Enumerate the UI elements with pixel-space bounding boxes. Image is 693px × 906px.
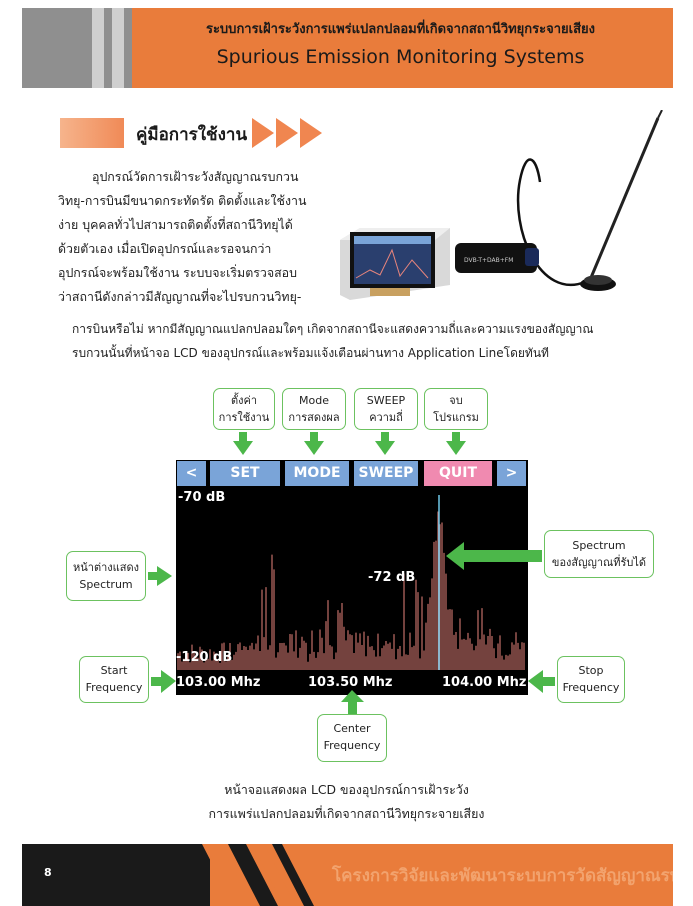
page-footer: 8 โครงการวิจัยและพัฒนาระบบการวัดสัญญาณรบ… (22, 844, 673, 906)
callout-text: Frequency (562, 681, 620, 694)
arrow-right-icon (151, 670, 176, 693)
figure-caption-line: หน้าจอแสดงผล LCD ของอุปกรณ์การเฝ้าระวัง (224, 782, 469, 797)
callout-mode: Mode การสดงผล (282, 388, 346, 430)
header-title-english: Spurious Emission Monitoring Systems (216, 46, 585, 68)
arrow-down-icon (375, 432, 395, 455)
dongle-label: DVB-T+DAB+FM (464, 257, 513, 264)
callout-text: Spectrum (572, 539, 626, 552)
callout-text: การสดงผล (288, 411, 340, 424)
start-frequency-label: 103.00 Mhz (176, 675, 261, 690)
chevron-icon (252, 118, 274, 148)
callout-stop-frequency: Stop Frequency (557, 656, 625, 703)
intro-line: ง่าย บุคคลทั่วไปสามารถติดตั้งที่สถานีวิท… (58, 217, 293, 232)
intro-line: ด้วยตัวเอง เมื่อเปิดอุปกรณ์และรอจนกว่า (58, 241, 272, 256)
intro-paragraph: อุปกรณ์วัดการเฝ้าระวังสัญญาณรบกวน วิทยุ-… (58, 165, 336, 309)
device-photo: DVB-T+DAB+FM (340, 110, 663, 300)
callout-spectrum-window: หน้าต่างแสดง Spectrum (66, 551, 146, 601)
callout-text: การใช้งาน (218, 411, 270, 424)
footer-project-text: โครงการวิจัยและพัฒนาระบบการวัดสัญญาณรบกว… (332, 866, 673, 886)
peak-db-label: -72 dB (368, 570, 416, 585)
callout-text: Frequency (323, 739, 381, 752)
arrow-left-icon (446, 542, 542, 570)
intro-line: อุปกรณ์วัดการเฝ้าระวังสัญญาณรบกวน (92, 169, 299, 184)
callout-text: โปรแกรม (433, 411, 479, 424)
callout-spectrum-signal: Spectrum ของสัญญาณที่รับได้ (544, 530, 654, 578)
arrow-up-icon (341, 690, 364, 714)
spectrum-plot (177, 495, 525, 670)
arrow-right-icon (148, 566, 172, 586)
intro-line: อุปกรณ์จะพร้อมใช้งาน ระบบจะเริ่มตรวจสอบ (58, 265, 297, 280)
page-header: ระบบการเฝ้าระวังการแพร่แปลกปลอมที่เกิดจา… (22, 8, 673, 88)
section-title-bar (60, 118, 124, 148)
callout-text: Mode (299, 394, 329, 407)
prev-button[interactable]: < (177, 461, 206, 486)
sweep-button[interactable]: SWEEP (354, 461, 418, 486)
footer-stripes (202, 844, 314, 906)
mode-button[interactable]: MODE (285, 461, 349, 486)
callout-text: Frequency (85, 681, 143, 694)
intro-paragraph-wide: การบินหรือไม่ หากมีสัญญาณแปลกปลอมใดๆ เกิ… (72, 317, 672, 365)
callout-center-frequency: Center Frequency (317, 714, 387, 762)
callout-sweep: SWEEP ความถี่ (354, 388, 418, 430)
stop-frequency-label: 104.00 Mhz (442, 675, 527, 690)
set-button[interactable]: SET (210, 461, 280, 486)
top-db-label: -70 dB (178, 490, 226, 505)
callout-quit: จบ โปรแกรม (424, 388, 488, 430)
header-stripe (132, 8, 140, 88)
center-frequency-label: 103.50 Mhz (308, 675, 393, 690)
floor-db-label: -120 dB (176, 650, 233, 665)
callout-text: ตั้งค่า (230, 394, 258, 407)
callout-set: ตั้งค่า การใช้งาน (213, 388, 275, 430)
lcd-screen (176, 460, 528, 695)
callout-text: Start (100, 664, 128, 677)
header-title-thai: ระบบการเฝ้าระวังการแพร่แปลกปลอมที่เกิดจา… (205, 22, 596, 37)
footer-dark-block (22, 844, 210, 906)
callout-text: หน้าต่างแสดง (73, 561, 139, 574)
section-title: คู่มือการใช้งาน (136, 125, 248, 145)
intro-line: การบินหรือไม่ หากมีสัญญาณแปลกปลอมใดๆ เกิ… (72, 322, 594, 336)
spectrum-trace (177, 511, 525, 670)
header-stripe (112, 8, 124, 88)
intro-line: ว่าสถานีดังกล่าวมีสัญญาณที่จะไปรบกวนวิทย… (58, 289, 302, 304)
quit-button[interactable]: QUIT (424, 461, 492, 486)
arrow-left-icon (528, 670, 555, 693)
arrow-down-icon (233, 432, 253, 455)
header-stripe (92, 8, 104, 88)
intro-line: รบกวนนั้นที่หน้าจอ LCD ของอุปกรณ์และพร้อ… (72, 346, 549, 360)
figure-caption-line: การแพร่แปลกปลอมที่เกิดจากสถานีวิทยุกระจา… (208, 806, 485, 821)
callout-start-frequency: Start Frequency (79, 656, 149, 703)
chevron-icon (300, 118, 322, 148)
callout-text: Spectrum (79, 578, 133, 591)
chevron-icon (276, 118, 298, 148)
arrow-down-icon (304, 432, 324, 455)
page-number: 8 (44, 866, 52, 879)
callout-text: จบ (449, 394, 463, 407)
callout-text: ความถี่ (369, 411, 403, 424)
callout-text: Stop (578, 664, 604, 677)
arrow-down-icon (446, 432, 466, 455)
callout-text: SWEEP (366, 394, 406, 407)
callout-text: ของสัญญาณที่รับได้ (551, 556, 647, 569)
next-button[interactable]: > (497, 461, 526, 486)
intro-line: วิทยุ-การบินมีขนาดกระทัดรัด ติดตั้งและใช… (58, 193, 307, 208)
callout-text: Center (333, 722, 371, 735)
